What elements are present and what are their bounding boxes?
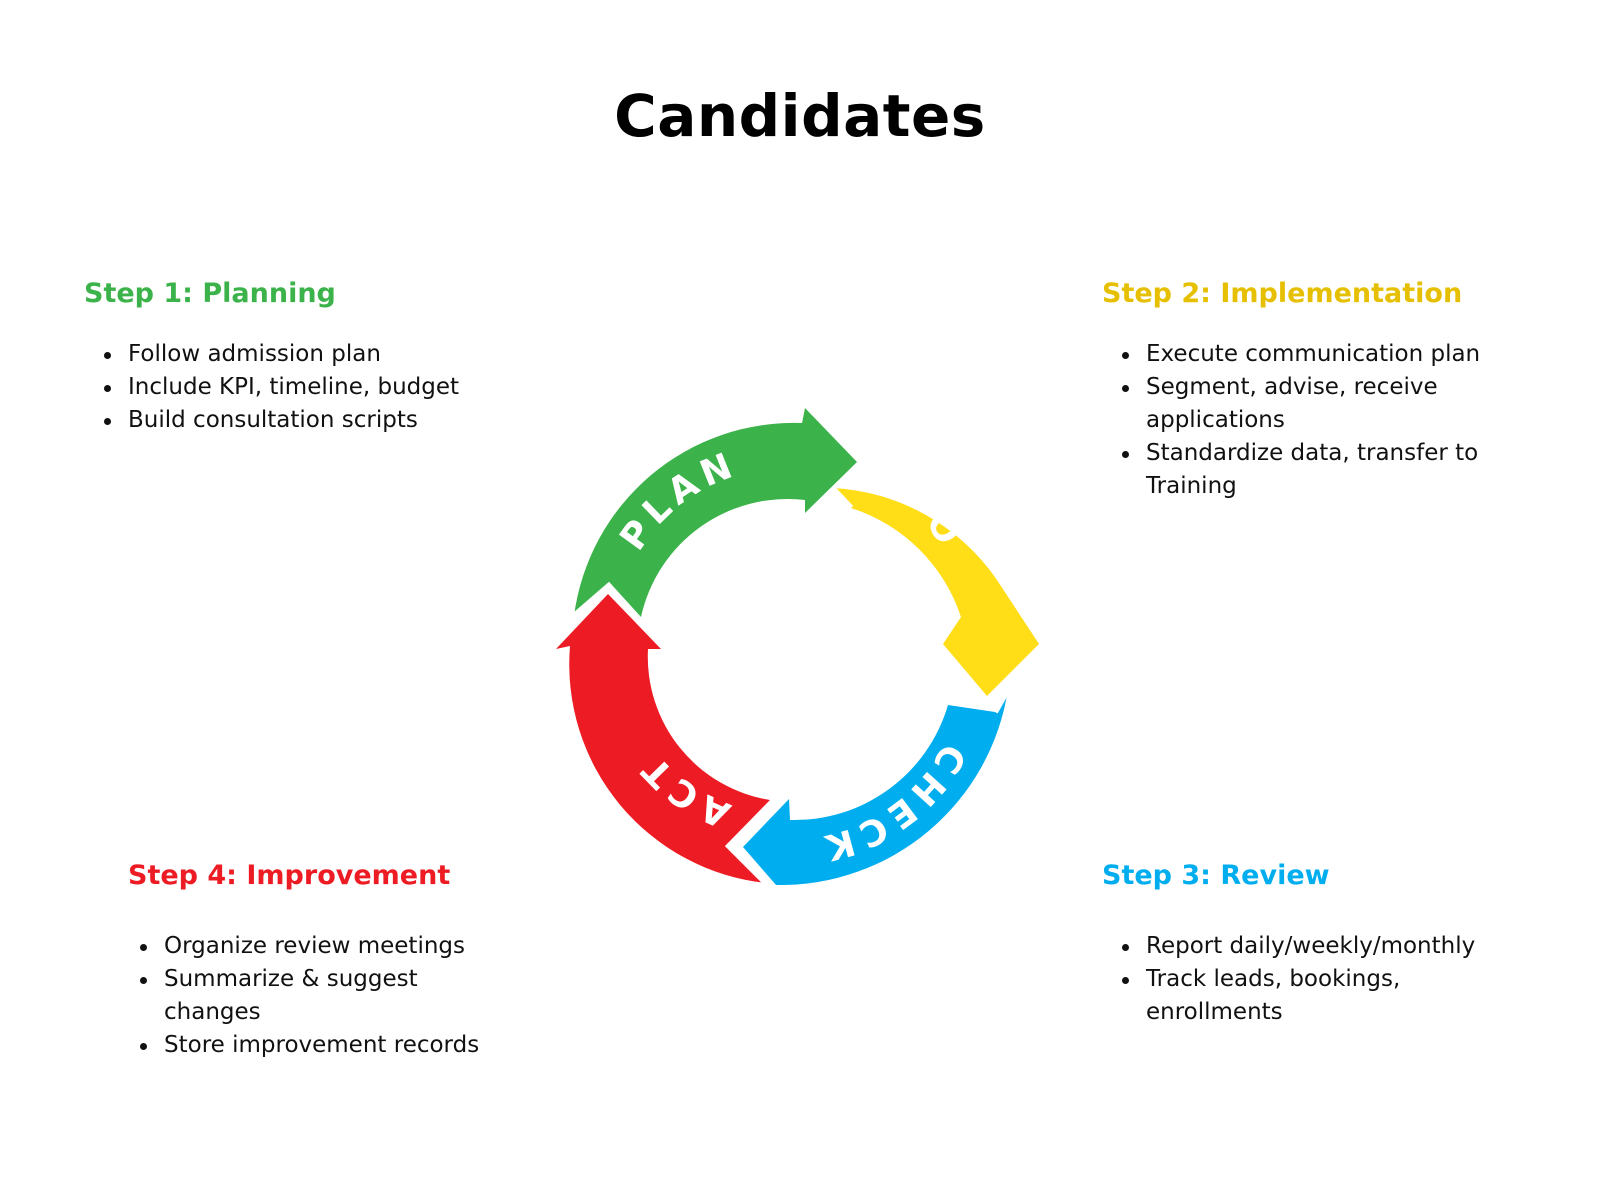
- step-2-implementation: Step 2: Implementation Execute communica…: [1102, 278, 1522, 503]
- list-item: Organize review meetings: [140, 930, 488, 963]
- list-item: Track leads, bookings, enrollments: [1122, 963, 1522, 1029]
- step-1-planning: Step 1: Planning Follow admission plan I…: [84, 278, 504, 437]
- step-2-heading: Step 2: Implementation: [1102, 278, 1463, 309]
- seam: [572, 581, 613, 619]
- step-1-list: Follow admission plan Include KPI, timel…: [104, 338, 504, 437]
- list-item: Execute communication plan: [1122, 338, 1522, 371]
- list-item: Follow admission plan: [104, 338, 504, 371]
- list-item: Build consultation scripts: [104, 404, 504, 437]
- plan-arrow: [574, 408, 857, 617]
- step-4-improvement: Step 4: Improvement Organize review meet…: [128, 860, 488, 1062]
- step-3-list: Report daily/weekly/monthly Track leads,…: [1122, 930, 1522, 1029]
- list-item: Store improvement records: [140, 1029, 488, 1062]
- list-item: Summarize & suggest changes: [140, 963, 488, 1029]
- page-title: Candidates: [614, 82, 986, 150]
- step-3-review: Step 3: Review Report daily/weekly/month…: [1102, 860, 1522, 1029]
- step-1-heading: Step 1: Planning: [84, 278, 336, 309]
- list-item: Include KPI, timeline, budget: [104, 371, 504, 404]
- list-item: Segment, advise, receive applications: [1122, 371, 1522, 437]
- step-2-list: Execute communication plan Segment, advi…: [1122, 338, 1522, 503]
- seam: [992, 687, 1011, 714]
- check-arrow: [743, 689, 1008, 886]
- list-item: Standardize data, transfer to Training: [1122, 437, 1522, 503]
- list-item: Report daily/weekly/monthly: [1122, 930, 1522, 963]
- seam: [829, 485, 854, 511]
- act-arrow: [556, 594, 770, 883]
- step-4-heading: Step 4: Improvement: [128, 860, 451, 891]
- step-3-heading: Step 3: Review: [1102, 860, 1330, 891]
- step-4-list: Organize review meetings Summarize & sug…: [140, 930, 488, 1062]
- do-arrow: [832, 488, 1039, 696]
- seam: [724, 841, 769, 886]
